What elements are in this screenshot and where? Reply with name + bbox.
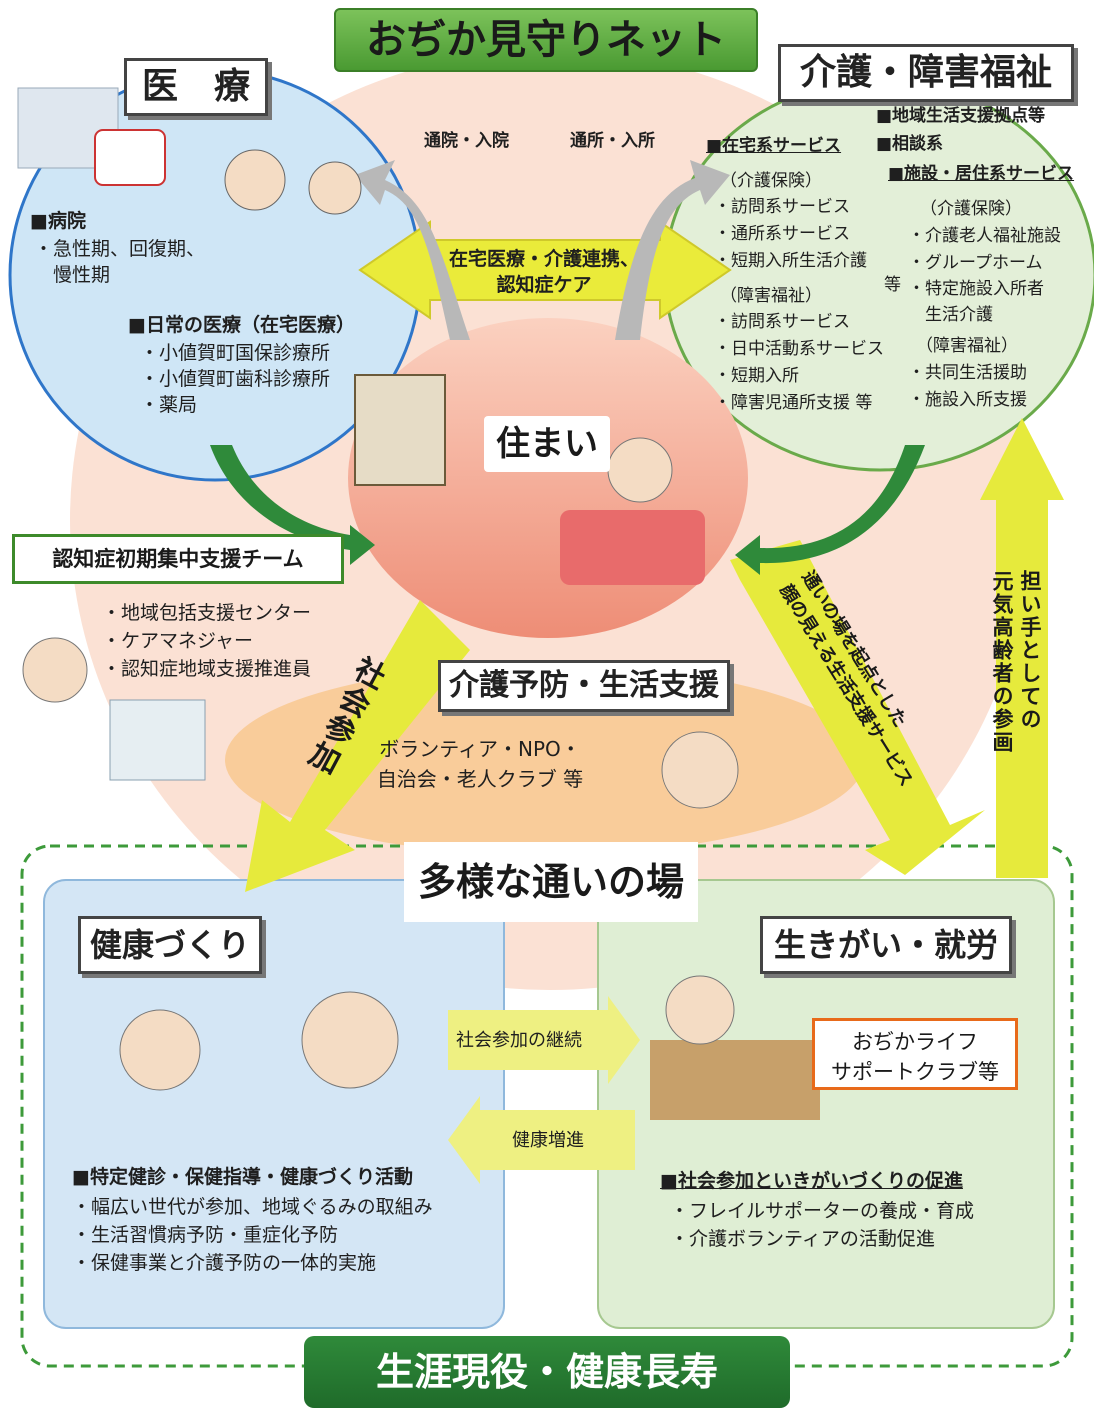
home-service-title: ■在宅系サービス: [706, 136, 842, 156]
home-item: ・日中活動系サービス: [714, 339, 884, 359]
home-item: ・短期入所: [714, 366, 799, 386]
home-item: ・訪問系サービス: [714, 197, 850, 217]
health-item: ・生活習慣病予防・重症化予防: [72, 1224, 339, 1246]
care-heading: 介護・障害福祉: [778, 44, 1074, 102]
nurse-illustration: [308, 161, 362, 215]
health-item: ・幅広い世代が参加、地域ぐるみの取組み: [72, 1196, 433, 1218]
dementia-team-box: 認知症初期集中支援チーム: [12, 534, 344, 584]
facility-item: 生活介護: [908, 305, 993, 325]
health-title: ■特定健診・保健指導・健康づくり活動: [72, 1166, 413, 1188]
house-illustration: [354, 374, 446, 486]
health-heading: 健康づくり: [78, 916, 262, 974]
care-top-right-2: ■相談系: [876, 134, 944, 154]
home-item: 等: [714, 275, 901, 295]
support-item: ・地域包括支援センター: [102, 602, 312, 624]
family-illustration: [607, 437, 673, 503]
visit-hospital-arrow: [355, 160, 470, 340]
club-box: おぢかライフ サポートクラブ等: [812, 1018, 1018, 1090]
center-link-label: 在宅医療・介護連携、 認知症ケア: [448, 248, 639, 296]
hospital-title: ■病院: [30, 210, 86, 232]
facility-item: （介護保険）: [920, 199, 1022, 219]
facility-item: ・介護老人福祉施設: [908, 226, 1061, 246]
facility-item: ・共同生活援助: [908, 363, 1027, 383]
visit-facility-label: 通所・入所: [570, 131, 655, 151]
place-label: 多様な通いの場: [404, 842, 698, 922]
health-item: ・保健事業と介護予防の一体的実施: [72, 1252, 377, 1274]
work-item: ・フレイルサポーターの養成・育成: [670, 1200, 975, 1222]
facility-service-title: ■施設・居住系サービス: [888, 164, 1075, 184]
home-item: （介護保険）: [720, 171, 822, 191]
bottom-banner: 生涯現役・健康長寿: [304, 1336, 790, 1408]
green-arrow-right: [735, 445, 925, 575]
elders-arrow: [980, 418, 1064, 878]
work-title: ■社会参加といきがいづくりの促進: [660, 1170, 963, 1192]
health-promotion-label: 健康増進: [512, 1130, 584, 1151]
center-building-illustration: [109, 699, 206, 781]
hospital-items: ・急性期、回復期、 慢性期: [34, 238, 206, 286]
facility-item: （障害福祉）: [916, 336, 1018, 356]
visit-facility-arrow: [615, 160, 730, 340]
home-item: ・通所系サービス: [714, 224, 850, 244]
daily-item: ・小値賀町歯科診療所: [140, 368, 331, 390]
home-item: （障害福祉）: [720, 286, 822, 306]
support-item: ・ケアマネジャー: [102, 630, 254, 652]
social-arrow: [245, 600, 470, 892]
work-heading: 生きがい・就労: [760, 916, 1012, 974]
walkers-illustration: [301, 991, 399, 1089]
elderly-group-illustration: [661, 731, 739, 809]
home-item: ・訪問系サービス: [714, 312, 850, 332]
man-illustration: [665, 975, 735, 1045]
visit-hospital-label: 通院・入院: [424, 131, 509, 151]
support-item: ・認知症地域支援推進員: [102, 658, 312, 680]
stretch-illustration: [119, 1009, 201, 1091]
medical-heading: 医 療: [124, 58, 268, 116]
facility-item: ・施設入所支援: [908, 390, 1027, 410]
daily-item: ・薬局: [140, 394, 198, 416]
home-item: ・障害児通所支援 等: [714, 393, 873, 413]
home-label: 住まい: [484, 416, 610, 472]
ambulance-illustration: [94, 129, 166, 186]
daily-item: ・小値賀町国保診療所: [140, 342, 331, 364]
work-item: ・介護ボランティアの活動促進: [670, 1228, 935, 1250]
doctor-illustration: [224, 149, 286, 211]
continue-label: 社会参加の継続: [456, 1030, 582, 1051]
daily-care-title: ■日常の医療（在宅医療）: [128, 314, 355, 336]
prevention-groups: ボランティア・NPO・ 自治会・老人クラブ 等: [376, 737, 584, 791]
page-title: おぢか見守りネット: [334, 8, 758, 72]
continue-arrow: [448, 996, 640, 1084]
daily-support-arrow: [730, 540, 985, 875]
supporter-illustration: [22, 637, 88, 703]
elders-label: 担い手としての 元気高齢者の参画: [990, 570, 1042, 754]
care-top-right-1: ■地域生活支援拠点等: [876, 106, 1046, 126]
health-arrow: [448, 1096, 635, 1184]
facility-item: ・特定施設入所者: [908, 279, 1044, 299]
facility-item: ・グループホーム: [908, 253, 1043, 273]
prevention-heading: 介護予防・生活支援: [438, 660, 730, 712]
family-sofa-illustration: [560, 510, 705, 585]
home-item: ・短期入所生活介護: [714, 251, 867, 271]
computer-illustration: [650, 1040, 820, 1120]
